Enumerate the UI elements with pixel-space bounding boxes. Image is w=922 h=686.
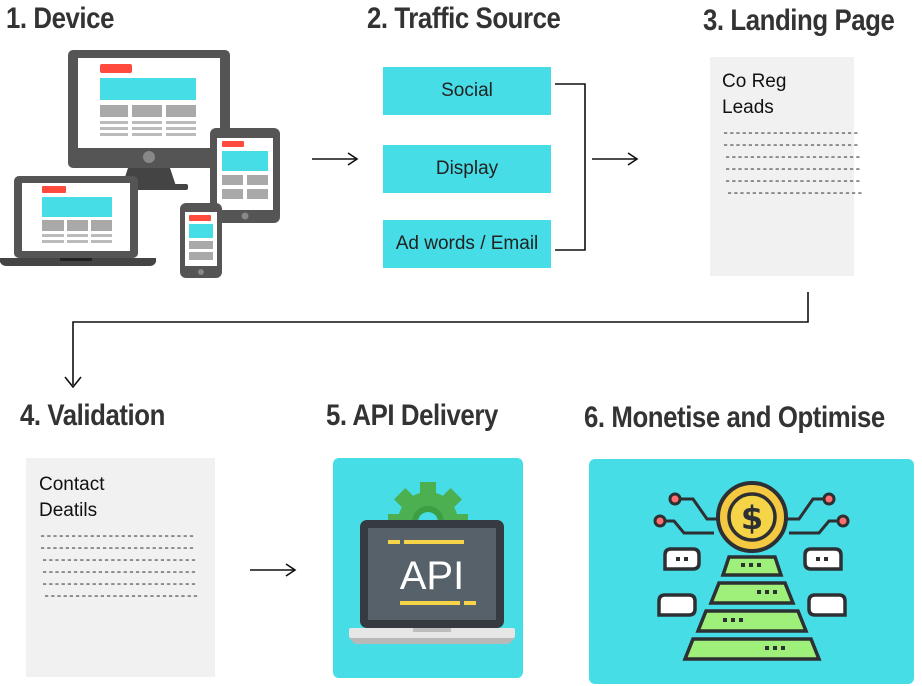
laptop-icon: [0, 176, 156, 266]
placeholder-line: -------------------------: [39, 529, 195, 543]
dollar-icon: $: [741, 499, 763, 537]
placeholder-line: -------------------------: [39, 541, 195, 555]
monitor-icon: [68, 50, 230, 190]
sources-bracket: [555, 83, 586, 251]
step5-title: 5. API Delivery: [326, 399, 498, 432]
placeholder-line: ----------------------: [722, 138, 859, 152]
step4-title: 4. Validation: [20, 399, 165, 432]
landing-page-document: Co Reg Leads ---------------------- ----…: [710, 57, 863, 276]
responsive-devices-icon: [0, 50, 280, 278]
step6-title: 6. Monetise and Optimise: [584, 401, 885, 434]
placeholder-line: -------------------------: [41, 553, 197, 567]
connector-arrow: [64, 292, 809, 389]
traffic-source-display: Display: [383, 145, 551, 193]
tablet-icon: [210, 128, 280, 223]
landing-line-2: Leads: [722, 97, 774, 118]
arrow-right-icon: [592, 152, 639, 166]
phone-icon: [180, 203, 222, 278]
placeholder-line: -------------------------: [41, 577, 197, 591]
traffic-source-social: Social: [383, 67, 551, 115]
step1-title: 1. Device: [6, 2, 115, 35]
placeholder-line: ----------------------: [724, 174, 861, 188]
placeholder-line: ----------------------: [724, 162, 861, 176]
placeholder-line: -------------------------: [43, 589, 199, 603]
step2-title: 2. Traffic Source: [367, 2, 561, 35]
placeholder-line: ----------------------: [724, 150, 861, 164]
validation-line-1: Contact: [39, 474, 105, 495]
arrow-right-icon: [250, 563, 297, 577]
money-pyramid-icon: $: [653, 481, 850, 661]
placeholder-line: -------------------------: [41, 565, 197, 579]
step3-title: 3. Landing Page: [703, 4, 895, 37]
api-laptop-icon: API: [349, 482, 515, 644]
arrow-right-icon: [312, 152, 359, 166]
validation-line-2: Deatils: [39, 500, 98, 521]
traffic-source-adwords-email: Ad words / Email: [383, 220, 551, 268]
validation-document: Contact Deatils ------------------------…: [26, 458, 215, 677]
api-screen-text: API: [400, 554, 464, 598]
placeholder-line: ----------------------: [722, 126, 859, 140]
placeholder-line: ----------------------: [726, 186, 863, 200]
landing-line-1: Co Reg: [722, 71, 787, 92]
